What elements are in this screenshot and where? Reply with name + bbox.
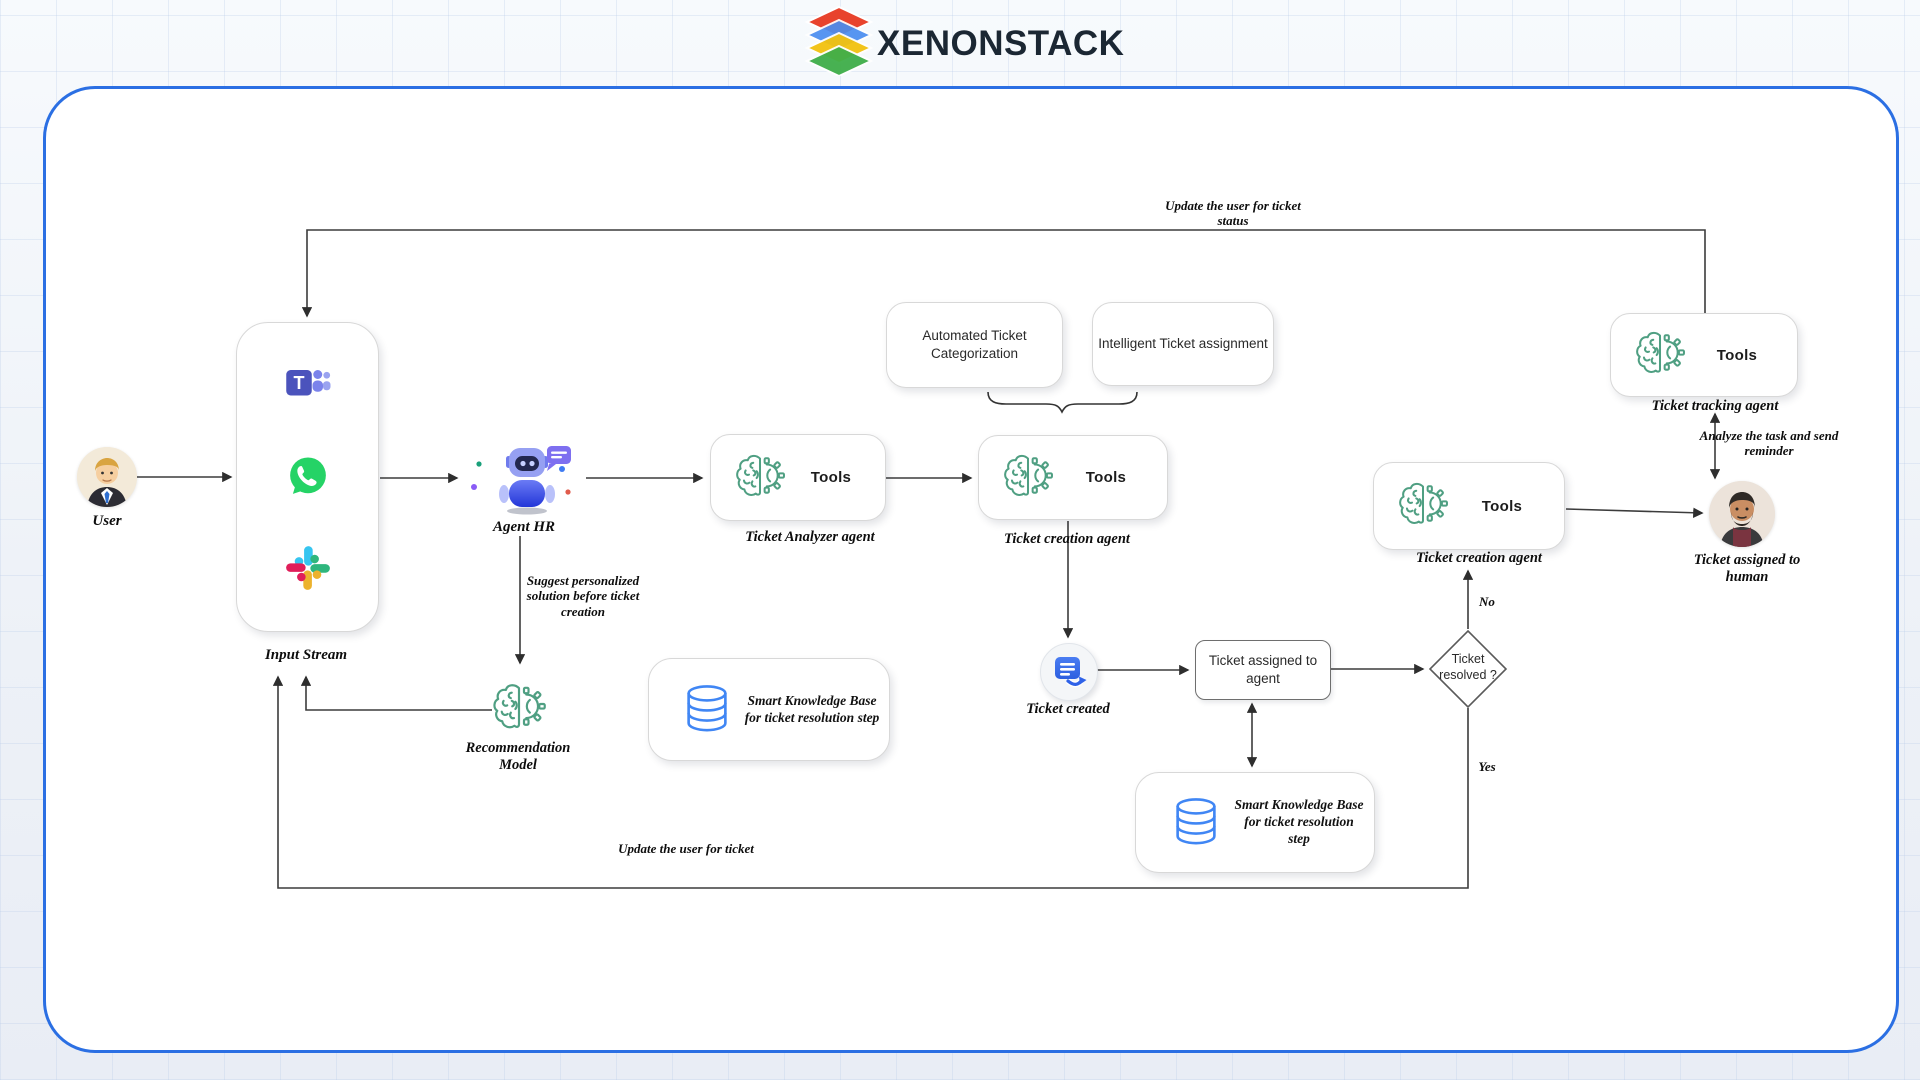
automated-categorization-box: Automated Ticket Categorization [886, 302, 1063, 388]
recommendation-model-label: Recommendation Model [465, 740, 571, 774]
slack-icon [285, 545, 330, 590]
edge-label-update-status: Update the user for ticket status [1165, 198, 1301, 229]
tools-label: Tools [1085, 469, 1127, 486]
brain-gear-icon [1633, 328, 1687, 382]
input-stream-box: T [236, 322, 379, 632]
ticket-assigned-agent-label: Ticket assigned to agent [1208, 653, 1318, 686]
brain-gear-icon [1396, 479, 1450, 533]
tools-label: Tools [1481, 497, 1523, 515]
ticket-analyzer-box: Tools [710, 434, 886, 521]
ticket-analyzer-label: Ticket Analyzer agent [745, 529, 875, 545]
ticket-tracking-label: Ticket tracking agent [1651, 398, 1779, 414]
kb-left-label: Smart Knowledge Base for ticket resoluti… [744, 692, 880, 725]
kb-left-box: Smart Knowledge Base for ticket resoluti… [648, 658, 890, 761]
user-label: User [92, 513, 122, 529]
intelligent-assignment-box: Intelligent Ticket assignment [1092, 302, 1274, 386]
decision-label: Ticket resolved ? [1439, 652, 1497, 682]
human-avatar-icon [1709, 481, 1775, 547]
database-icon [679, 682, 735, 738]
agent-hr-robot-icon [462, 430, 582, 518]
ticket-creation-right-label: Ticket creation agent [1416, 550, 1542, 566]
edge-tracking-inputstream [301, 229, 1706, 318]
intelligent-assignment-label: Intelligent Ticket assignment [1098, 336, 1268, 352]
human-avatar [1709, 481, 1775, 547]
tools-label: Tools [810, 469, 852, 486]
edge-label-no: No [1479, 594, 1495, 609]
teams-icon: T [285, 370, 330, 396]
edge-label-yes: Yes [1478, 759, 1496, 774]
user-avatar [77, 447, 137, 507]
brain-gear-icon [1001, 451, 1055, 505]
database-icon [1168, 795, 1224, 851]
kb-right-box: Smart Knowledge Base for ticket resoluti… [1135, 772, 1375, 873]
decision-diamond [1428, 629, 1508, 709]
ticket-created-label: Ticket created [1026, 701, 1110, 717]
agent-hr-label: Agent HR [492, 519, 556, 535]
edge-label-analyze-task: Analyze the task and send reminder [1699, 428, 1839, 459]
ticket-creation-right-box: Tools [1373, 462, 1565, 550]
user-avatar-icon [77, 447, 137, 507]
human-label: Ticket assigned to human [1693, 552, 1801, 586]
brain-gear-icon [733, 451, 787, 505]
automated-categorization-label: Automated Ticket Categorization [922, 328, 1027, 361]
edge-label-update-ticket: Update the user for ticket [618, 841, 754, 856]
ticket-created-icon [1055, 657, 1087, 688]
edge-label-suggest-solution: Suggest personalized solution before tic… [526, 573, 640, 619]
recommendation-model-node [490, 680, 548, 738]
svg-text:T: T [293, 373, 304, 393]
ticket-creation-mid-label: Ticket creation agent [1004, 531, 1130, 547]
brain-gear-icon [490, 680, 548, 738]
edge-yes-feedback [272, 675, 1469, 889]
ticket-tracking-box: Tools [1610, 313, 1798, 397]
ticket-creation-mid-box: Tools [978, 435, 1168, 520]
edge-recommendation-inputstream [300, 675, 492, 711]
ticket-assigned-agent-box: Ticket assigned to agent [1195, 640, 1331, 700]
xenonstack-logo-icon [804, 6, 874, 76]
whatsapp-icon [289, 457, 326, 494]
tools-label: Tools [1716, 346, 1758, 364]
brand-wordmark: XENONSTACK [877, 24, 1125, 63]
edge-creationright-human [1565, 507, 1704, 518]
kb-right-label: Smart Knowledge Base for ticket resoluti… [1234, 797, 1364, 846]
brace-shape [987, 391, 1138, 414]
ticket-created-node [1040, 643, 1098, 701]
input-stream-label: Input Stream [264, 647, 348, 663]
